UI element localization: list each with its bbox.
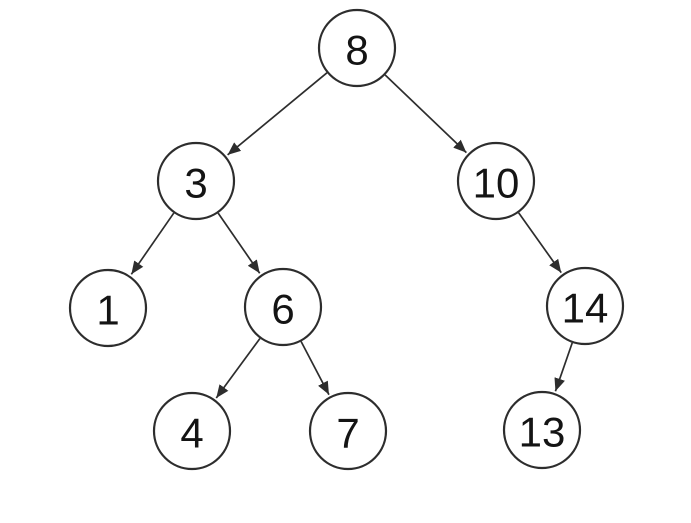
tree-node-10: 10 [456,141,536,221]
node-circle-13 [502,390,582,470]
node-label-10: 10 [473,160,520,207]
tree-node-7: 7 [308,391,388,471]
tree-node-6: 6 [243,267,323,347]
node-label-8: 8 [345,27,368,74]
edge-10-14 [517,212,562,274]
tree-node-3: 3 [156,141,236,221]
node-label-7: 7 [336,410,359,457]
tree-node-4: 4 [152,391,232,471]
node-circle-4 [152,391,232,471]
tree-node-8: 8 [317,8,397,88]
edge-3-6 [217,212,261,274]
node-circle-8 [317,8,397,88]
tree-node-14: 14 [545,266,625,346]
tree-node-1: 1 [68,268,148,348]
node-label-14: 14 [562,285,609,332]
node-label-3: 3 [184,160,207,207]
edge-14-13 [554,342,574,392]
node-circle-6 [243,267,323,347]
edge-6-7 [300,341,330,396]
tree-node-13: 13 [502,390,582,470]
node-circle-7 [308,391,388,471]
edge-3-1 [130,212,175,275]
node-label-13: 13 [519,409,566,456]
node-circle-3 [156,141,236,221]
node-circle-1 [68,268,148,348]
node-label-4: 4 [180,410,203,457]
node-circle-14 [545,266,625,346]
node-label-6: 6 [271,286,294,333]
node-circle-10 [456,141,536,221]
edge-6-4 [215,337,261,399]
node-label-1: 1 [96,287,119,334]
edge-8-3 [227,72,328,156]
edge-8-10 [384,74,467,154]
